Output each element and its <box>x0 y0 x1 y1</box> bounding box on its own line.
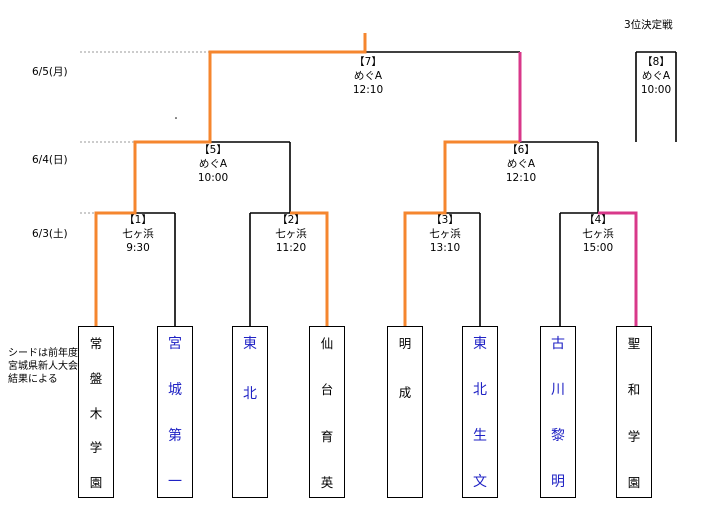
team-name-char: 北 <box>243 386 257 402</box>
team-name-char: 古 <box>551 336 565 352</box>
team-name-char: 学 <box>627 428 641 444</box>
team-name: 明成 <box>388 333 422 491</box>
team-box: 宮城第一 <box>157 326 193 498</box>
seed-note: シードは前年度宮城県新人大会結果による <box>8 348 78 385</box>
third-place-title: 3位決定戦 <box>624 19 673 31</box>
team-name-char: 聖 <box>627 336 641 351</box>
team-name: 東北 <box>233 333 267 491</box>
date-6-4: 6/4(日) <box>32 154 68 166</box>
team-name-char: 城 <box>168 382 182 398</box>
date-6-3: 6/3(土) <box>32 228 68 240</box>
team-name-char: 英 <box>320 474 334 490</box>
team-name-char: 学 <box>89 440 103 456</box>
date-6-5: 6/5(月) <box>32 66 68 78</box>
team-name-char: 台 <box>320 382 334 398</box>
team-name-char: 文 <box>473 474 487 490</box>
team-name-char: 東 <box>473 336 487 352</box>
team-name-char: 北 <box>473 382 487 398</box>
team-box: 古川黎明 <box>540 326 576 498</box>
team-box: 東北生文 <box>462 326 498 498</box>
team-name-char: 黎 <box>551 428 565 444</box>
team-name-char: 成 <box>398 385 412 400</box>
team-name-char: 宮 <box>168 336 182 352</box>
team-name: 宮城第一 <box>158 333 192 491</box>
stray-dot <box>175 117 177 119</box>
team-name: 仙台育英 <box>310 333 344 491</box>
team-name-char: 明 <box>551 474 565 490</box>
team-name-char: 川 <box>551 382 565 398</box>
team-name-char: 東 <box>243 336 257 352</box>
team-name-char: 常 <box>89 336 103 351</box>
team-name-char: 園 <box>89 475 103 490</box>
team-name: 古川黎明 <box>541 333 575 491</box>
team-name-char: 盤 <box>89 370 103 386</box>
team-box: 常盤木学園 <box>78 326 114 498</box>
team-name-char: 生 <box>473 428 487 444</box>
team-name-char: 明 <box>398 336 412 351</box>
team-name-char: 園 <box>627 474 641 490</box>
team-name-char: 第 <box>168 428 182 444</box>
team-box: 東北 <box>232 326 268 498</box>
team-name: 聖和学園 <box>617 333 651 491</box>
team-box: 聖和学園 <box>616 326 652 498</box>
team-name: 常盤木学園 <box>79 333 113 491</box>
team-box: 明成 <box>387 326 423 498</box>
team-name-char: 木 <box>89 405 103 421</box>
team-name-char: 一 <box>168 474 182 490</box>
team-name-char: 和 <box>627 382 641 398</box>
team-name-char: 育 <box>320 428 334 444</box>
team-name: 東北生文 <box>463 333 497 491</box>
team-name-char: 仙 <box>320 336 334 351</box>
team-box: 仙台育英 <box>309 326 345 498</box>
